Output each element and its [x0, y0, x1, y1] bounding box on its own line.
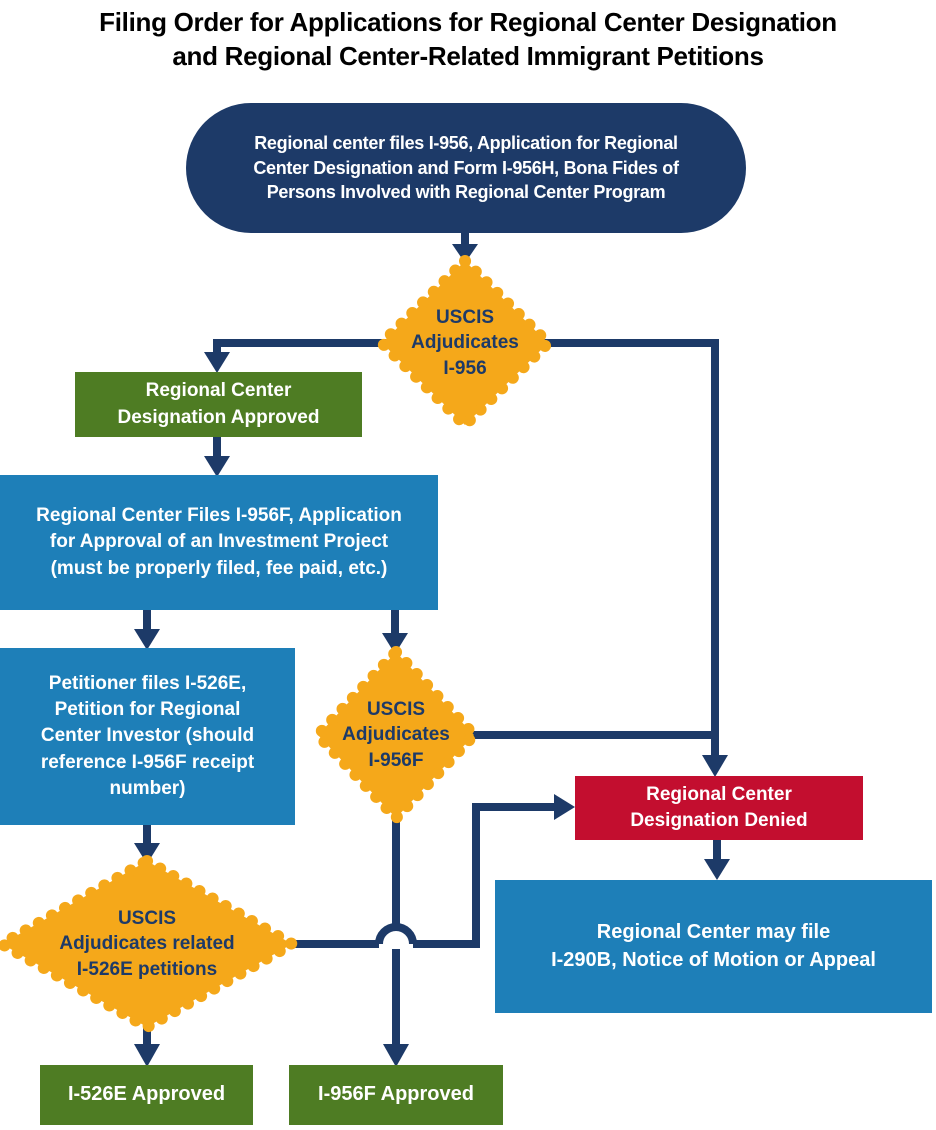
node-i526e-approved: I-526E Approved	[40, 1065, 253, 1125]
node-designation-approved: Regional Center Designation Approved	[75, 372, 362, 437]
node-may-file-i290b: Regional Center may file I-290B, Notice …	[495, 880, 932, 1013]
edge-i956-to-approved	[204, 339, 388, 373]
edge-i956f-filing-to-i956f-diamond	[382, 608, 408, 654]
node-adjudicate-i526e: USCIS Adjudicates related I-526E petitio…	[59, 907, 235, 980]
page-title: Filing Order for Applications for Region…	[99, 7, 837, 71]
edge-i956-to-denied	[543, 339, 728, 777]
decision-i526e-diamond	[0, 854, 305, 1034]
node-petitioner-files-i526e: Petitioner files I-526E, Petition for Re…	[0, 648, 295, 825]
edge-denied-to-i290b	[704, 838, 730, 880]
decision-i956-diamond	[373, 252, 557, 434]
edge-approved-to-i956f-filing	[204, 435, 230, 477]
node-adjudicate-i956: USCIS Adjudicates I-956	[411, 306, 519, 379]
node-start-pill: Regional center files I-956, Application…	[186, 103, 746, 233]
decision-i956f-diamond	[309, 643, 483, 827]
node-adjudicate-i956f: USCIS Adjudicates I-956F	[342, 698, 450, 771]
edge-i956f-filing-to-petitioner	[134, 608, 160, 650]
edge-petitioner-to-i526e-diamond	[134, 823, 160, 864]
node-file-i956f: Regional Center Files I-956F, Applicatio…	[0, 475, 438, 610]
node-i956f-approved: I-956F Approved	[289, 1065, 503, 1125]
edge-i526e-diamond-to-denied	[288, 794, 575, 948]
node-designation-denied: Regional Center Designation Denied	[575, 776, 863, 840]
